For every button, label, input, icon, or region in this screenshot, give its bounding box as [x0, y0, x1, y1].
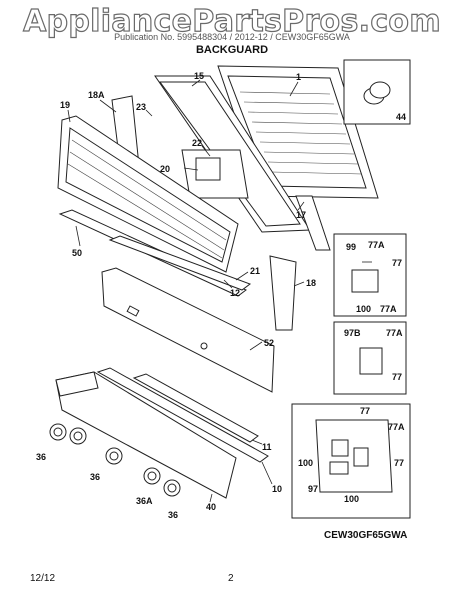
knob-36-a [49, 423, 67, 441]
label-77-1: 77 [392, 258, 402, 268]
label-20: 20 [160, 164, 170, 174]
manifold-panel [55, 371, 237, 499]
label-21: 21 [250, 266, 260, 276]
label-36a: 36A [136, 496, 153, 506]
inset-box-97 [291, 403, 411, 519]
label-100-1: 100 [356, 304, 371, 314]
label-99: 99 [346, 242, 356, 252]
label-17: 17 [296, 210, 306, 220]
label-11: 11 [262, 442, 272, 452]
label-44: 44 [396, 112, 406, 122]
knob-36-c [105, 447, 123, 465]
label-36-2: 36 [90, 472, 100, 482]
label-97b: 97B [344, 328, 361, 338]
label-97: 97 [308, 484, 318, 494]
knob-36-d [163, 479, 181, 497]
right-bracket [295, 195, 331, 251]
label-77-2: 77 [392, 372, 402, 382]
inset-box-97b [333, 321, 407, 395]
label-77-3: 77 [360, 406, 370, 416]
label-77a-1: 77A [368, 240, 385, 250]
label-77a-4: 77A [388, 422, 405, 432]
watermark-logo: AppliancePartsPros.com [22, 3, 441, 39]
label-52: 52 [264, 338, 274, 348]
label-1: 1 [296, 72, 301, 82]
leader-lines [67, 79, 305, 503]
label-100-3: 100 [344, 494, 359, 504]
knob-36-b [69, 427, 87, 445]
strip-10 [96, 367, 269, 463]
inset-box-99 [333, 233, 407, 317]
label-23: 23 [136, 102, 146, 112]
footer-page-number: 2 [228, 573, 234, 584]
label-36-1: 36 [36, 452, 46, 462]
label-18: 18 [306, 278, 316, 288]
inset-box-44 [343, 59, 411, 125]
model-number: CEW30GF65GWA [324, 530, 408, 541]
label-100-2: 100 [298, 458, 313, 468]
strip-11 [132, 373, 259, 443]
header-faint-text: Publication No. 5995488304 / 2012-12 / C… [114, 32, 350, 42]
label-77a-2: 77A [380, 304, 397, 314]
control-box [181, 149, 249, 199]
label-50: 50 [72, 248, 82, 258]
label-15: 15 [194, 71, 204, 81]
label-77-4: 77 [394, 458, 404, 468]
page-title: BACKGUARD [195, 44, 269, 56]
lower-panel [101, 267, 275, 393]
main-console [57, 115, 239, 273]
label-18a: 18A [88, 90, 105, 100]
label-40: 40 [206, 502, 216, 512]
label-22: 22 [192, 138, 202, 148]
label-36-3: 36 [168, 510, 178, 520]
trim-strip [108, 235, 252, 291]
side-panel-18 [269, 255, 297, 331]
label-77a-3: 77A [386, 328, 403, 338]
label-10: 10 [272, 484, 282, 494]
label-12: 12 [230, 288, 240, 298]
label-19: 19 [60, 100, 70, 110]
footer-date: 12/12 [30, 573, 56, 584]
knob-36a [143, 467, 161, 485]
